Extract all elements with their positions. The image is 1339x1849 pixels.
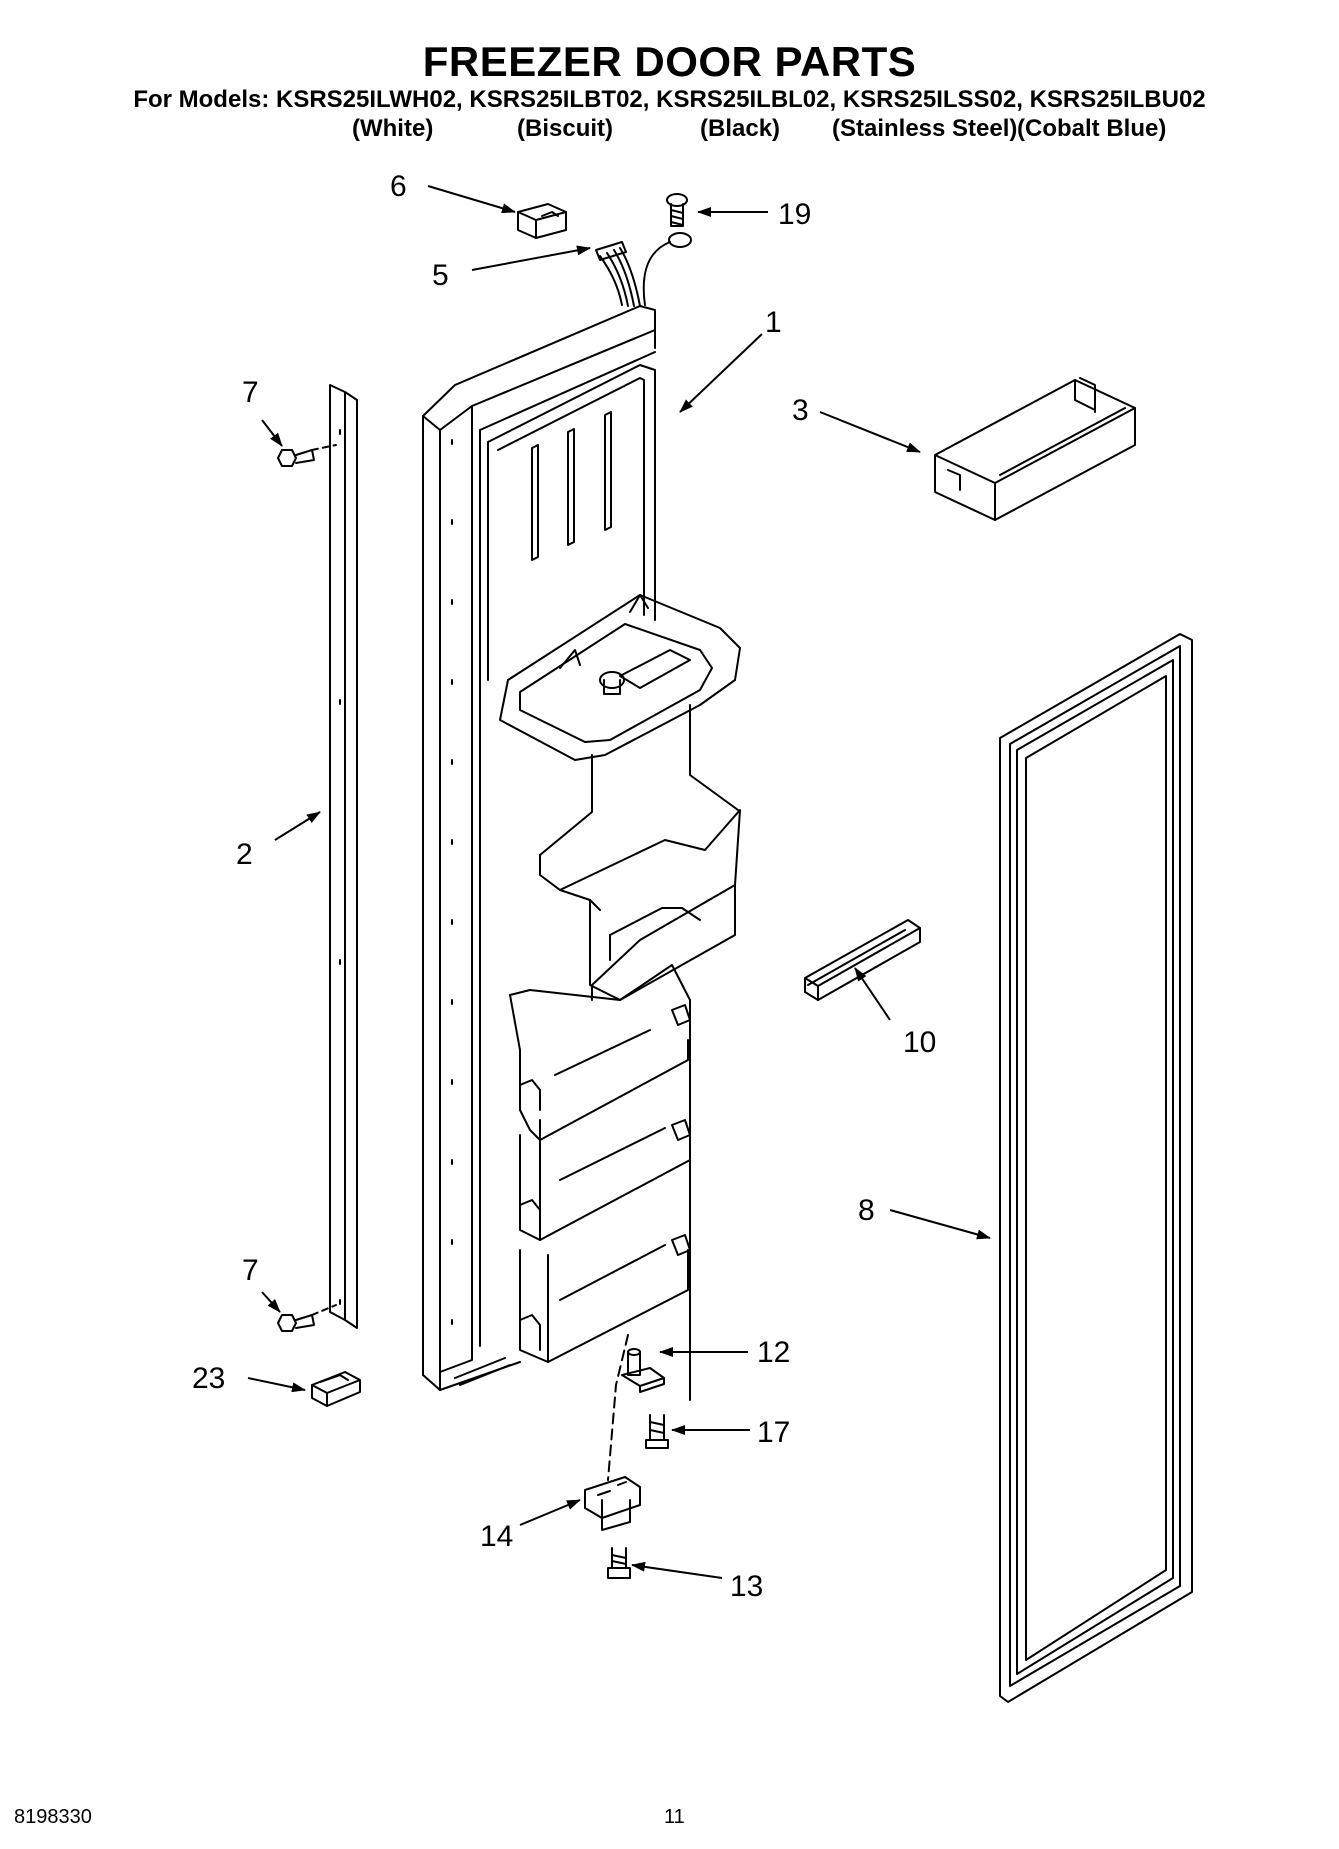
ground-ring — [668, 232, 692, 248]
part-6-connector — [517, 203, 567, 239]
color-cobalt: (Cobalt Blue) — [1017, 115, 1167, 142]
arrow-14 — [519, 1499, 581, 1526]
part-19-screw — [666, 193, 688, 227]
part-2-trim-strip — [329, 384, 358, 1329]
arrow-2 — [274, 811, 321, 841]
leader-arrows — [247, 185, 991, 1579]
arrow-10 — [854, 967, 891, 1021]
callout-6: 6 — [390, 170, 407, 203]
callout-3: 3 — [792, 394, 809, 427]
arrow-8 — [889, 1209, 991, 1240]
arrow-13 — [631, 1561, 723, 1579]
part-13-screw — [607, 1547, 631, 1579]
part-5-wire-harness — [595, 241, 671, 307]
part-8-gasket — [999, 633, 1193, 1703]
page-number: 11 — [664, 1806, 685, 1828]
arrow-6 — [427, 185, 516, 214]
part-1-door-liner — [422, 305, 741, 1401]
callout-13: 13 — [730, 1570, 763, 1603]
color-biscuit: (Biscuit) — [517, 115, 613, 142]
callout-1: 1 — [765, 306, 782, 339]
arrow-3 — [819, 411, 921, 453]
arrow-5 — [471, 245, 591, 271]
callout-5: 5 — [432, 259, 449, 292]
page-title: FREEZER DOOR PARTS — [422, 38, 917, 85]
callout-19: 19 — [778, 198, 811, 231]
callout-8: 8 — [858, 1194, 875, 1227]
document-number: 8198330 — [14, 1806, 92, 1828]
callout-2: 2 — [236, 838, 253, 871]
part-3-door-bin — [934, 377, 1136, 521]
callout-7-bottom: 7 — [242, 1254, 259, 1287]
part-14-hinge-bracket — [584, 1476, 641, 1531]
callout-23: 23 — [192, 1362, 225, 1395]
part-12-hinge-pin — [621, 1348, 665, 1393]
part-7-screw-top — [277, 444, 337, 467]
part-10-bar — [804, 919, 921, 1001]
color-black: (Black) — [700, 115, 781, 142]
arrow-7a — [261, 419, 283, 447]
hinge-axis-line — [607, 1334, 629, 1481]
part-17-screw — [645, 1414, 669, 1449]
callout-17: 17 — [757, 1416, 790, 1449]
color-white: (White) — [352, 115, 434, 142]
arrow-7b — [261, 1291, 281, 1313]
callout-7-top: 7 — [242, 376, 259, 409]
model-list: For Models: KSRS25ILWH02, KSRS25ILBT02, … — [133, 86, 1206, 113]
arrow-1 — [679, 333, 763, 413]
callout-12: 12 — [757, 1336, 790, 1369]
callout-10: 10 — [903, 1026, 936, 1059]
color-stainless: (Stainless Steel) — [832, 115, 1018, 142]
part-7-screw-bottom — [277, 1304, 337, 1332]
callout-14: 14 — [480, 1520, 513, 1553]
part-23-clip — [311, 1371, 361, 1407]
arrow-23 — [247, 1377, 306, 1393]
